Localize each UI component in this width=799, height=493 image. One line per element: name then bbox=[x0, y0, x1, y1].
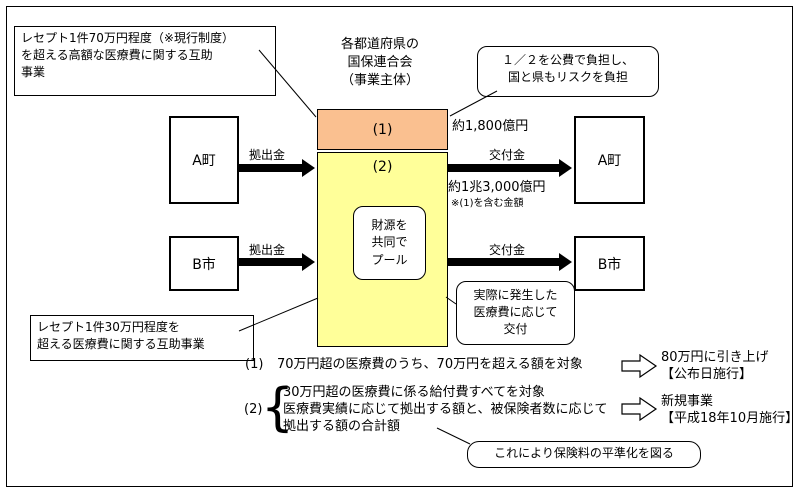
box-town-a-left: A町 bbox=[169, 116, 239, 204]
amount-box2-note: ※(1)を含む金額 bbox=[451, 198, 524, 209]
label-contribution-a: 拠出金 bbox=[249, 148, 286, 162]
box-town-a-right: A町 bbox=[574, 116, 645, 204]
note1-text: 70万円超の医療費のうち、70万円を超える額を対象 bbox=[277, 357, 583, 372]
note2-label: (2) bbox=[244, 402, 263, 417]
stage-box-1-label: (1) bbox=[372, 121, 393, 138]
callout-high-cost: レセプト1件70万円程度（※現行制度） を超える高額な医療費に関する互助 事業 bbox=[14, 26, 276, 96]
box-city-b-left: B市 bbox=[169, 236, 239, 291]
label-grant-a: 交付金 bbox=[489, 148, 526, 162]
amount-box1: 約1,800億円 bbox=[452, 119, 529, 134]
box-city-b-right: B市 bbox=[574, 236, 645, 291]
callout-actual-cost: 実際に発生した 医療費に応じて 交付 bbox=[456, 281, 575, 345]
label-contribution-b: 拠出金 bbox=[249, 243, 286, 257]
callout-over-300k: レセプト1件30万円程度を 超える医療費に関する互助事業 bbox=[30, 315, 254, 361]
note2-brace: { bbox=[261, 378, 295, 438]
pool-box: 財源を 共同で プール bbox=[353, 206, 426, 280]
stage-box-2: (2) bbox=[317, 152, 448, 347]
note1-result: 80万円に引き上げ 【公布日施行】 bbox=[661, 350, 769, 382]
federation-title: 各都道府県の 国保連合会 （事業主体） bbox=[340, 37, 419, 89]
callout-equalization: これにより保険料の平準化を図る bbox=[467, 441, 701, 468]
stage-box-1: (1) bbox=[317, 109, 448, 150]
label-grant-b: 交付金 bbox=[489, 243, 526, 257]
stage-box-2-label: (2) bbox=[372, 159, 393, 175]
note2-text: 30万円超の医療費に係る給付費すべてを対象 医療費実績に応じて拠出する額と、被保… bbox=[283, 385, 608, 434]
callout-public-funds: １／２を公費で負担し、 国と県もリスクを負担 bbox=[477, 46, 659, 97]
amount-box2: 約1兆3,000億円 bbox=[448, 180, 546, 195]
diagram-border bbox=[6, 6, 793, 487]
note1-label: (1) bbox=[245, 357, 264, 372]
note2-result: 新規事業 【平成18年10月施行】 bbox=[661, 394, 799, 426]
